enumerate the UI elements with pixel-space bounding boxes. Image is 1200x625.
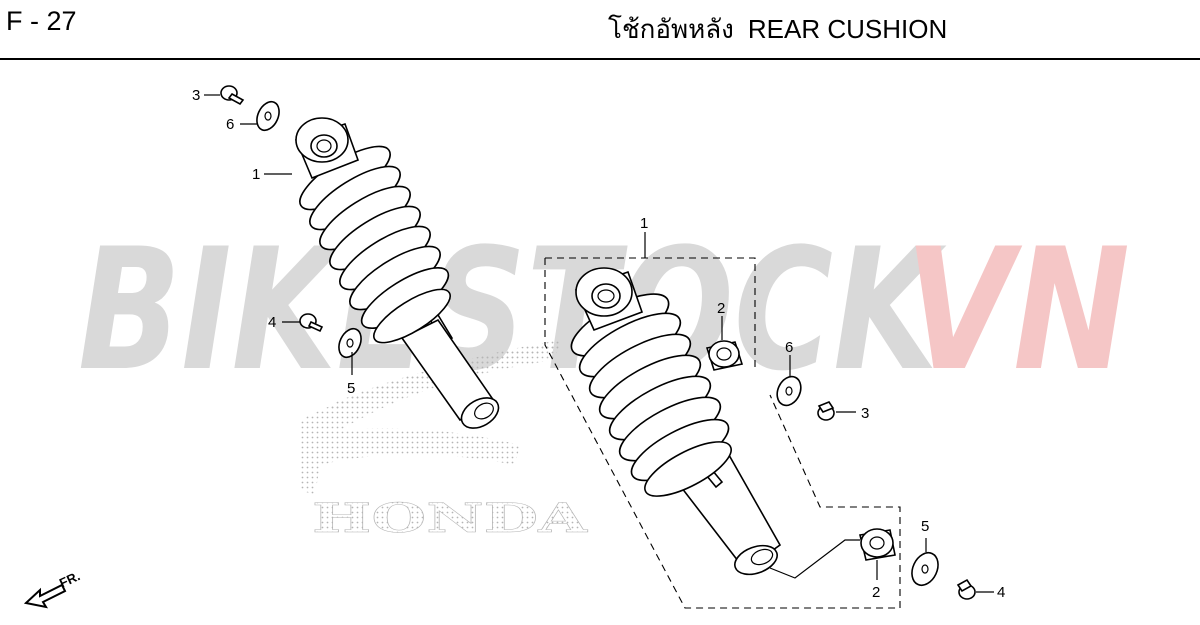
- callout-left-washer-top: 6: [226, 116, 234, 133]
- watermark-main-text: BIKESTOCK: [78, 212, 947, 408]
- right-bolt-top: [817, 401, 835, 421]
- left-washer-top: [256, 100, 280, 132]
- watermark: BIKESTOCK VN: [78, 212, 1130, 408]
- callout-right-bolt-top: 3: [861, 405, 869, 422]
- callout-left-bolt-top: 3: [192, 87, 200, 104]
- right-washer-bottom: [911, 551, 939, 587]
- left-washer-bottom: [338, 327, 362, 359]
- page-code: F - 27: [6, 6, 77, 36]
- title-english: REAR CUSHION: [747, 14, 948, 44]
- callout-right-bushing-top: 2: [717, 300, 725, 317]
- callout-right-shock: 1: [640, 215, 648, 232]
- honda-logo-text: HONDA: [312, 495, 589, 542]
- callout-left-bolt-bottom: 4: [268, 314, 276, 331]
- right-bushing-top: [705, 340, 744, 371]
- front-direction-arrow-icon: FR.: [23, 568, 82, 609]
- right-bolt-bottom: [956, 578, 976, 600]
- callout-right-bolt-bottom: 4: [997, 584, 1005, 601]
- left-shock-absorber: [294, 117, 500, 429]
- right-bushing-bottom: [859, 528, 896, 561]
- left-bolt-top: [220, 85, 245, 106]
- callout-right-washer-bottom: 5: [921, 518, 929, 535]
- front-direction-label: FR.: [57, 568, 82, 590]
- title-thai: โช้กอัพหลัง: [608, 14, 734, 44]
- callout-left-washer-bottom: 5: [347, 380, 355, 397]
- left-bolt-bottom: [299, 313, 324, 333]
- callout-right-bushing-bottom: 2: [872, 584, 880, 601]
- right-washer-top: [776, 375, 802, 407]
- watermark-accent-text: VN: [905, 212, 1130, 408]
- title-divider: [0, 58, 1200, 60]
- page-title: โช้กอัพหลัง REAR CUSHION: [608, 9, 947, 50]
- callout-left-shock: 1: [252, 166, 260, 183]
- callout-right-washer-top: 6: [785, 339, 793, 356]
- honda-wing-logo: HONDA: [300, 340, 589, 542]
- right-shock-absorber: [570, 267, 782, 576]
